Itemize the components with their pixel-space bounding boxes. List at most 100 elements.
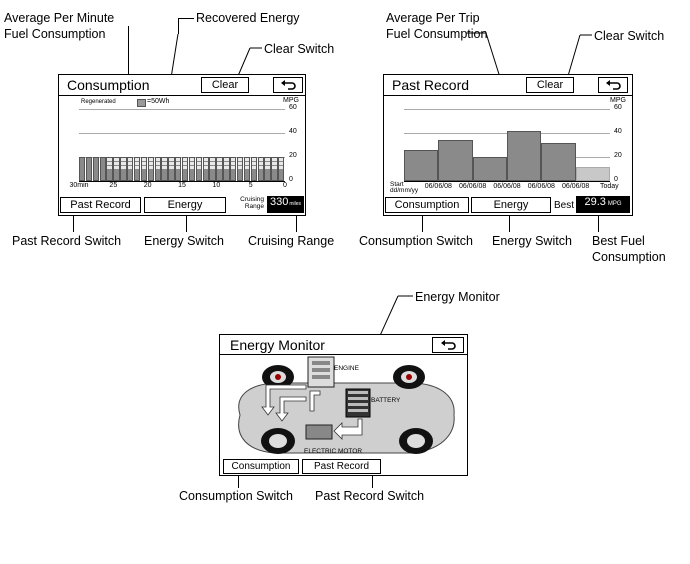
bar [168, 157, 175, 181]
leader-line [509, 212, 510, 232]
regen-block [196, 162, 202, 165]
consumption-button[interactable]: Consumption [223, 459, 299, 474]
y-tick-label: 60 [614, 104, 622, 111]
best-label: Best [554, 200, 575, 211]
energy-button[interactable]: Energy [471, 197, 551, 213]
y-tick-label: 20 [289, 152, 297, 159]
regen-block [148, 166, 154, 169]
leader-line [73, 212, 74, 232]
x-tick-label: 06/06/08 [459, 183, 487, 190]
regen-block [224, 158, 229, 161]
callout-energy-switch-1: Energy Switch [144, 234, 224, 248]
consumption-screen: Consumption Clear Regenerated =50Wh MPG … [58, 74, 306, 216]
regen-block [114, 166, 119, 169]
callout-energy-switch-2: Energy Switch [492, 234, 572, 248]
bar [113, 157, 120, 181]
regen-block [279, 166, 284, 169]
page-title: Consumption [67, 77, 150, 93]
past-record-chart [384, 95, 632, 194]
legend-label: Regenerated [81, 99, 116, 105]
callout-avg-per-minute: Average Per Minute Fuel Consumption [4, 11, 115, 41]
unit-label: MPG [283, 97, 299, 104]
clear-button[interactable]: Clear [201, 77, 249, 93]
regen-block [251, 162, 257, 165]
bar [271, 157, 278, 181]
regen-block [189, 166, 195, 169]
gridline [79, 109, 285, 110]
regen-block [134, 158, 140, 161]
motor-label: ELECTRIC MOTOR [304, 448, 363, 455]
page-title: Past Record [392, 77, 470, 93]
y-tick-label: 40 [614, 128, 622, 135]
regen-block [141, 158, 147, 161]
regen-block [237, 162, 243, 165]
y-tick-label: 0 [614, 176, 618, 183]
bar [243, 157, 251, 181]
callout-consumption-switch-1: Consumption Switch [359, 234, 473, 248]
back-button[interactable] [432, 337, 464, 353]
regen-block [265, 166, 270, 169]
callout-consumption-switch-2: Consumption Switch [179, 489, 293, 503]
regen-block [107, 162, 112, 165]
today-label: Today [600, 183, 619, 190]
x-tick-label: 06/06/08 [527, 183, 555, 190]
regen-block [176, 158, 181, 161]
best-fuel-value: 29.3 [584, 196, 606, 208]
regen-block [183, 162, 188, 165]
x-tick-label: 5 [248, 182, 253, 189]
bar [182, 157, 189, 181]
regen-block [148, 162, 154, 165]
regen-block [244, 158, 250, 161]
regen-block [231, 162, 236, 165]
past-record-button[interactable]: Past Record [60, 197, 141, 213]
bar [85, 157, 93, 181]
callout-cruising-range: Cruising Range [248, 234, 335, 248]
past-record-button[interactable]: Past Record [302, 459, 381, 474]
bar [257, 157, 264, 181]
callout-energy-monitor: Energy Monitor [415, 290, 500, 304]
regen-block [272, 158, 277, 161]
regen-block [162, 162, 167, 165]
back-button[interactable] [598, 77, 628, 93]
consumption-button[interactable]: Consumption [385, 197, 469, 213]
wheel-icon [261, 365, 433, 454]
energy-button[interactable]: Energy [144, 197, 226, 213]
bar [106, 157, 113, 181]
title-divider [220, 354, 467, 355]
regen-block [128, 166, 133, 169]
clear-button[interactable]: Clear [526, 77, 574, 93]
x-axis [404, 181, 610, 182]
regen-block [265, 158, 270, 161]
regen-block [203, 158, 208, 161]
regen-block [189, 162, 195, 165]
regen-block [231, 158, 236, 161]
regen-block [196, 166, 202, 169]
regen-block [128, 162, 133, 165]
bar [278, 157, 285, 181]
regen-block [183, 158, 188, 161]
bar [472, 157, 507, 181]
best-fuel-display: 29.3 MPG [576, 196, 630, 213]
bar [230, 157, 237, 181]
back-button[interactable] [273, 77, 303, 93]
regen-block [244, 162, 250, 165]
regen-block [169, 166, 174, 169]
bar [175, 157, 182, 181]
bar [223, 157, 230, 181]
regen-block [272, 162, 277, 165]
regen-block [169, 162, 174, 165]
regen-block [272, 166, 277, 169]
regen-block [203, 162, 208, 165]
regen-block [217, 166, 222, 169]
consumption-chart [59, 95, 305, 194]
bar [79, 157, 86, 181]
regen-block [162, 158, 167, 161]
regen-block [162, 166, 167, 169]
regen-block [279, 162, 284, 165]
regen-block [258, 166, 263, 169]
bar [575, 166, 610, 181]
regen-block [183, 166, 188, 169]
callout-clear-switch-1: Clear Switch [264, 42, 335, 56]
regen-block [155, 166, 160, 169]
